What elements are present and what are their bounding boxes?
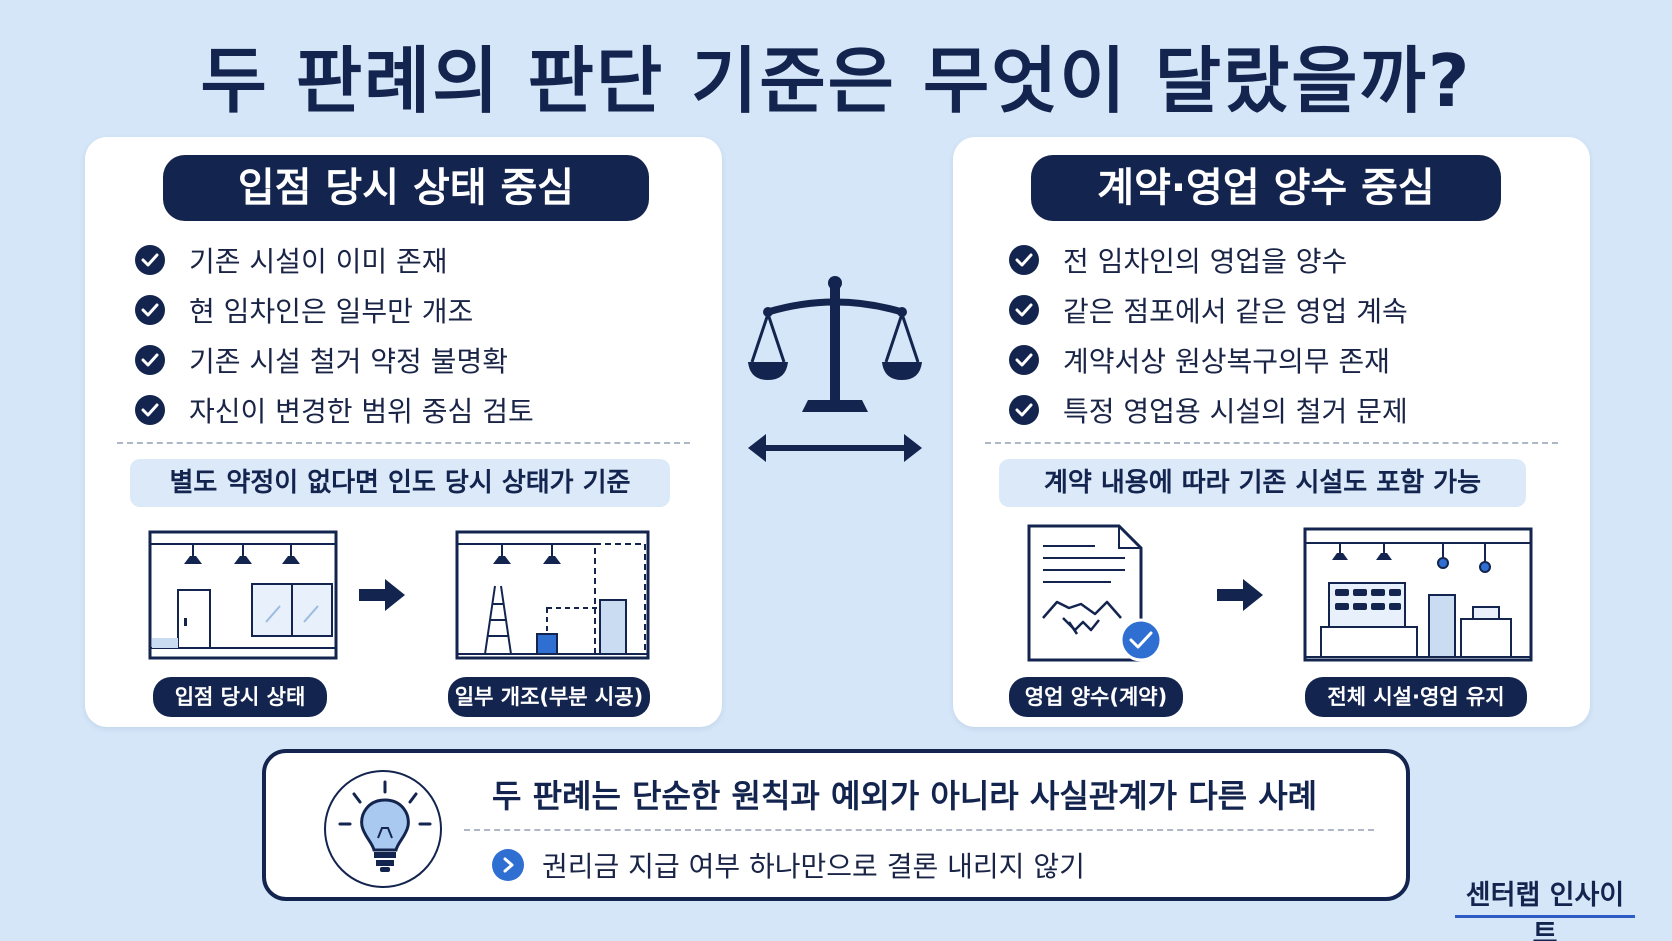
list-item: 현 임차인은 일부만 개조 bbox=[135, 285, 534, 335]
page-title: 두 판례의 판단 기준은 무엇이 달랐을까? bbox=[200, 39, 1472, 123]
conclusion-heading: 두 판례는 단순한 원칙과 예외가 아니라 사실관계가 다른 사례 bbox=[492, 777, 1318, 815]
check-icon bbox=[1009, 245, 1039, 275]
list-item-label: 계약서상 원상복구의무 존재 bbox=[1063, 345, 1390, 378]
list-item: 계약서상 원상복구의무 존재 bbox=[1009, 335, 1408, 385]
caption-business-transfer: 영업 양수(계약) bbox=[1009, 677, 1183, 717]
right-panel: 계약·영업 양수 중심 전 임차인의 영업을 양수 같은 점포에서 같은 영업 … bbox=[953, 137, 1590, 727]
caption-original-state: 입점 당시 상태 bbox=[153, 677, 327, 717]
list-item: 기존 시설이 이미 존재 bbox=[135, 235, 534, 285]
brand-label: 센터랩 인사이트 bbox=[1465, 880, 1625, 941]
store-remodel-illustration bbox=[455, 530, 650, 660]
list-item: 자신이 변경한 범위 중심 검토 bbox=[135, 385, 534, 435]
check-icon bbox=[1009, 295, 1039, 325]
arrow-right-icon bbox=[359, 579, 405, 611]
list-item: 기존 시설 철거 약정 불명확 bbox=[135, 335, 534, 385]
right-panel-header: 계약·영업 양수 중심 bbox=[1031, 155, 1501, 221]
check-icon bbox=[135, 295, 165, 325]
check-icon bbox=[1009, 395, 1039, 425]
left-note: 별도 약정이 없다면 인도 당시 상태가 기준 bbox=[130, 459, 670, 507]
handshake-icon bbox=[1042, 600, 1122, 635]
list-item-label: 같은 점포에서 같은 영업 계속 bbox=[1063, 295, 1408, 328]
full-store-illustration bbox=[1303, 527, 1533, 662]
scales-of-justice-icon bbox=[748, 276, 922, 462]
list-item-label: 현 임차인은 일부만 개조 bbox=[189, 295, 474, 328]
store-original-illustration bbox=[148, 530, 338, 660]
list-item-label: 기존 시설이 이미 존재 bbox=[189, 245, 448, 278]
check-icon bbox=[135, 395, 165, 425]
conclusion-point: 권리금 지급 여부 하나만으로 결론 내리지 않기 bbox=[492, 843, 1085, 887]
list-item: 특정 영업용 시설의 철거 문제 bbox=[1009, 385, 1408, 435]
chevron-right-icon bbox=[492, 849, 524, 881]
list-item: 전 임차인의 영업을 양수 bbox=[1009, 235, 1408, 285]
lightbulb-icon bbox=[324, 770, 442, 888]
conclusion-point-label: 권리금 지급 여부 하나만으로 결론 내리지 않기 bbox=[542, 850, 1085, 883]
right-note: 계약 내용에 따라 기존 시설도 포함 가능 bbox=[999, 459, 1526, 507]
left-panel: 입점 당시 상태 중심 기존 시설이 이미 존재 현 임차인은 일부만 개조 기… bbox=[85, 137, 722, 727]
list-item-label: 자신이 변경한 범위 중심 검토 bbox=[189, 395, 534, 428]
right-checklist: 전 임차인의 영업을 양수 같은 점포에서 같은 영업 계속 계약서상 원상복구… bbox=[1009, 235, 1408, 435]
left-panel-header: 입점 당시 상태 중심 bbox=[163, 155, 649, 221]
list-item-label: 기존 시설 철거 약정 불명확 bbox=[189, 345, 508, 378]
brand-underline bbox=[1455, 915, 1635, 918]
check-icon bbox=[1009, 345, 1039, 375]
caption-partial-remodel: 일부 개조(부분 시공) bbox=[448, 677, 650, 717]
left-checklist: 기존 시설이 이미 존재 현 임차인은 일부만 개조 기존 시설 철거 약정 불… bbox=[135, 235, 534, 435]
contract-handshake-illustration bbox=[1027, 524, 1163, 662]
check-icon bbox=[135, 245, 165, 275]
divider bbox=[985, 442, 1558, 444]
arrow-right-icon bbox=[1217, 579, 1263, 611]
list-item-label: 특정 영업용 시설의 철거 문제 bbox=[1063, 395, 1408, 428]
list-item-label: 전 임차인의 영업을 양수 bbox=[1063, 245, 1348, 278]
divider bbox=[464, 829, 1374, 831]
check-icon bbox=[135, 345, 165, 375]
divider bbox=[117, 442, 690, 444]
caption-full-maintenance: 전체 시설·영업 유지 bbox=[1305, 677, 1527, 717]
conclusion-box: 두 판례는 단순한 원칙과 예외가 아니라 사실관계가 다른 사례 권리금 지급… bbox=[262, 749, 1410, 901]
list-item: 같은 점포에서 같은 영업 계속 bbox=[1009, 285, 1408, 335]
